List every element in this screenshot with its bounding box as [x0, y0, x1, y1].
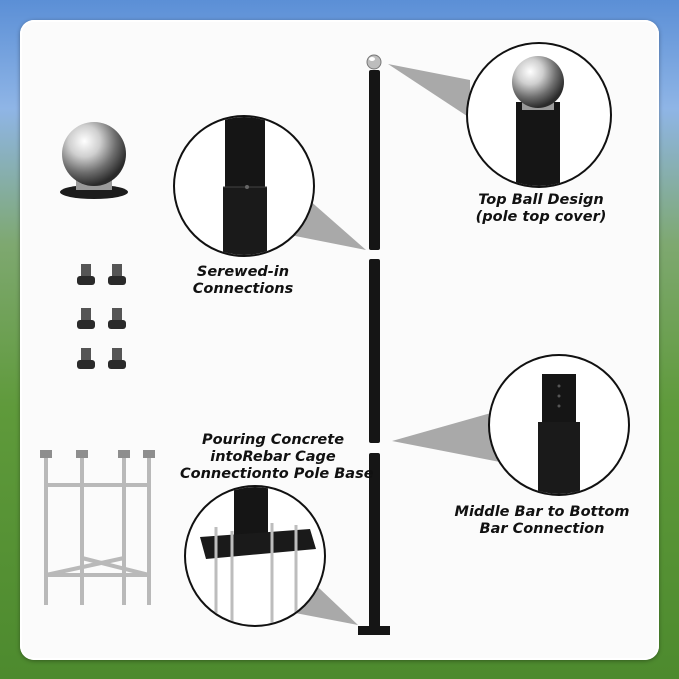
screwed-label-line1: Serewed-in — [196, 264, 290, 280]
top-ball-label-line2: (pole top cover) — [475, 209, 607, 225]
screwed-label: Serewed-in Connections — [178, 264, 308, 298]
pole-bottom-segment — [369, 453, 380, 629]
ball-finial-icon — [60, 122, 128, 199]
pole-top-segment — [369, 70, 380, 250]
concrete-label-line3: Connectionto Pole Base — [180, 466, 374, 482]
rebar-cage-icon — [40, 450, 155, 605]
middle-label-line1: Middle Bar to Bottom — [454, 504, 630, 520]
screw-icon — [108, 308, 126, 329]
screw-icon — [77, 264, 95, 285]
top-ball-callout — [466, 42, 612, 188]
screw-set — [77, 264, 126, 369]
screwed-label-line2: Connections — [192, 281, 294, 297]
pole-top-ball-icon — [366, 54, 382, 70]
top-ball-label: Top Ball Design (pole top cover) — [466, 192, 616, 226]
middle-bottom-callout — [488, 354, 630, 496]
top-ball-label-line1: Top Ball Design — [478, 192, 604, 208]
screwed-connection-callout — [173, 115, 315, 257]
concrete-label: Pouring Concrete intoRebar Cage Connecti… — [180, 432, 374, 483]
concrete-label-line1: Pouring Concrete — [201, 432, 345, 448]
screw-icon — [108, 264, 126, 285]
middle-label: Middle Bar to Bottom Bar Connection — [446, 504, 638, 538]
pole-middle-segment — [369, 259, 380, 443]
concrete-label-line2: intoRebar Cage — [210, 449, 336, 465]
screw-icon — [77, 348, 95, 369]
screw-icon — [108, 348, 126, 369]
pole-base-plate — [358, 626, 390, 635]
base-callout — [184, 485, 326, 627]
top-ball-pointer — [388, 64, 470, 118]
screw-icon — [77, 308, 95, 329]
middle-pointer — [392, 411, 500, 462]
middle-label-line2: Bar Connection — [479, 521, 605, 537]
